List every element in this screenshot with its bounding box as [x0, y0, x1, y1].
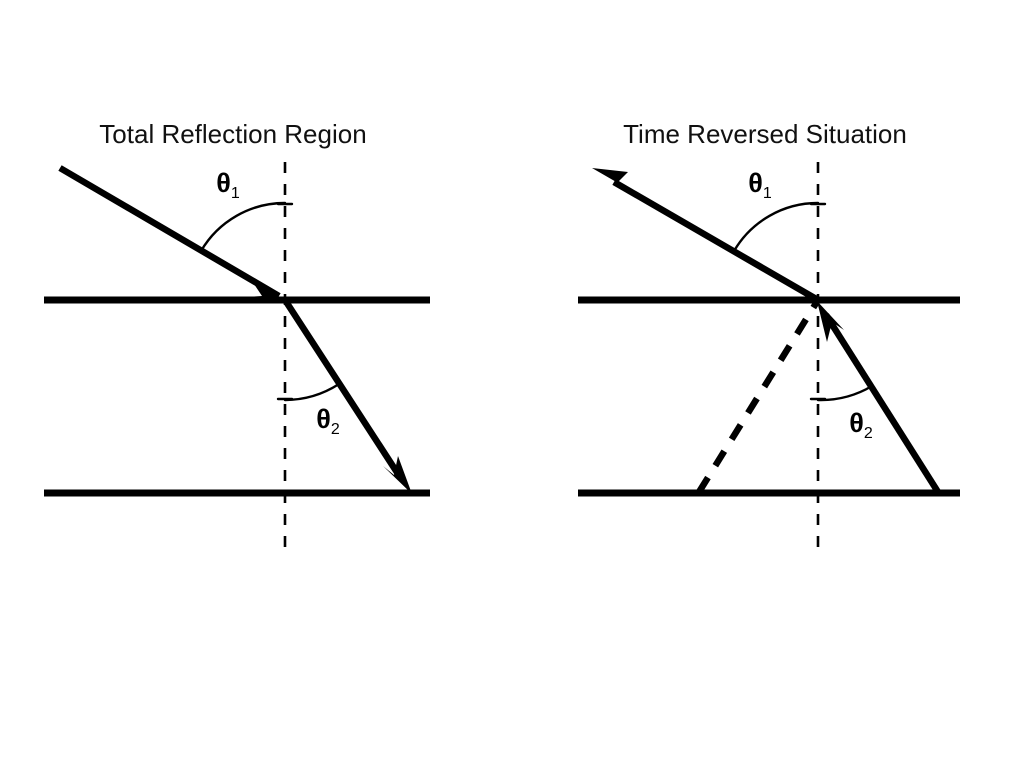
theta-1-subscript-right: 1 [763, 185, 772, 202]
incoming-ray-right [823, 313, 941, 494]
theta-2-label-right: θ2 [849, 408, 873, 442]
theta-2-arc-left [283, 382, 341, 402]
panel-total-reflection: Total Reflection Region θ1 θ2 [44, 119, 430, 548]
theta-2-symbol-left: θ [316, 404, 331, 434]
incoming-ray-arrowhead-right [817, 301, 844, 342]
theta-1-symbol-left: θ [216, 168, 231, 198]
refracted-ray-left [282, 298, 403, 479]
panel-title-time-reversed: Time Reversed Situation [623, 119, 907, 149]
theta-1-symbol-right: θ [748, 168, 763, 198]
theta-1-subscript-left: 1 [231, 185, 240, 202]
evanescent-dashed-ray-right [696, 298, 821, 494]
refracted-ray-arrowhead-left [383, 456, 412, 494]
theta-1-arc-left [199, 201, 287, 253]
theta-2-subscript-left: 2 [331, 421, 340, 438]
panel-title-total-reflection: Total Reflection Region [99, 119, 366, 149]
theta-2-arc-right [816, 384, 874, 402]
theta-2-subscript-right: 2 [864, 425, 873, 442]
outgoing-ray-right [612, 179, 820, 303]
incident-ray-arrowhead-left [244, 281, 287, 302]
panel-time-reversed: Time Reversed Situation θ1 θ2 [578, 119, 960, 548]
incident-ray-left [58, 165, 281, 299]
outgoing-ray-arrowhead-right [592, 168, 637, 194]
theta-2-symbol-right: θ [849, 408, 864, 438]
theta-2-label-left: θ2 [316, 404, 340, 438]
theta-1-label-left: θ1 [216, 168, 240, 202]
theta-1-arc-right [732, 201, 820, 253]
theta-1-label-right: θ1 [748, 168, 772, 202]
